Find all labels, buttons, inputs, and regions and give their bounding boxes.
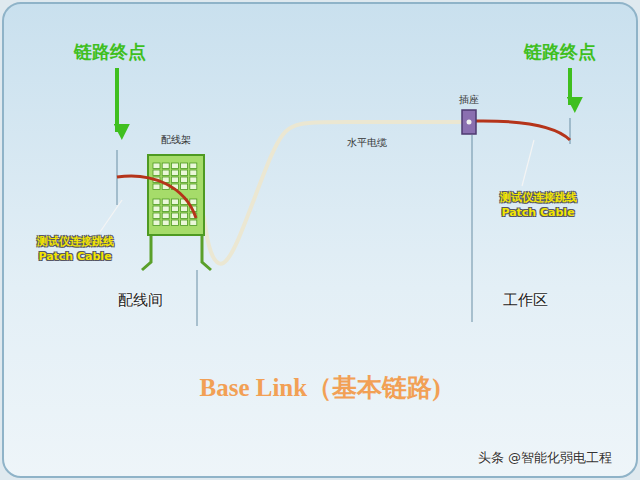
patch-panel: 配线架 xyxy=(148,155,204,235)
endpoint-line xyxy=(197,270,198,326)
endpoint-label: 链路终点 xyxy=(524,39,596,64)
cable-label: 水平电缆 xyxy=(347,136,387,150)
patch-cable xyxy=(117,176,196,218)
leader-line xyxy=(522,140,534,186)
watermark: 头条 @智能化弱电工程 xyxy=(478,449,612,467)
leader-line xyxy=(100,200,122,232)
area-label: 配线间 xyxy=(118,290,163,311)
green-arrow xyxy=(115,68,119,132)
area-label: 工作区 xyxy=(503,290,548,311)
endpoint-line xyxy=(117,150,118,205)
slide-frame xyxy=(3,3,637,477)
horizontal-cable xyxy=(204,122,462,264)
title: Base Link（基本链路) xyxy=(199,371,440,404)
panel-frame xyxy=(148,155,204,235)
patch-cable xyxy=(472,121,570,140)
patch-cable-label: 测试仪连接跳线 Patch Cable xyxy=(33,234,117,265)
endpoint-line xyxy=(472,135,473,322)
patch-panel-shape xyxy=(148,155,204,235)
node-label: 配线架 xyxy=(161,133,191,147)
outlet-socket: 插座 xyxy=(462,110,476,134)
green-arrow xyxy=(568,68,572,105)
panel-grid xyxy=(153,163,197,226)
patch-cable-label: 测试仪连接跳线 Patch Cable xyxy=(496,190,580,221)
socket-port xyxy=(467,120,472,125)
outlet-socket-shape xyxy=(462,110,476,134)
node-label: 插座 xyxy=(459,93,479,107)
socket-body xyxy=(462,110,476,134)
endpoint-label: 链路终点 xyxy=(74,39,146,64)
rack-legs xyxy=(142,235,211,270)
